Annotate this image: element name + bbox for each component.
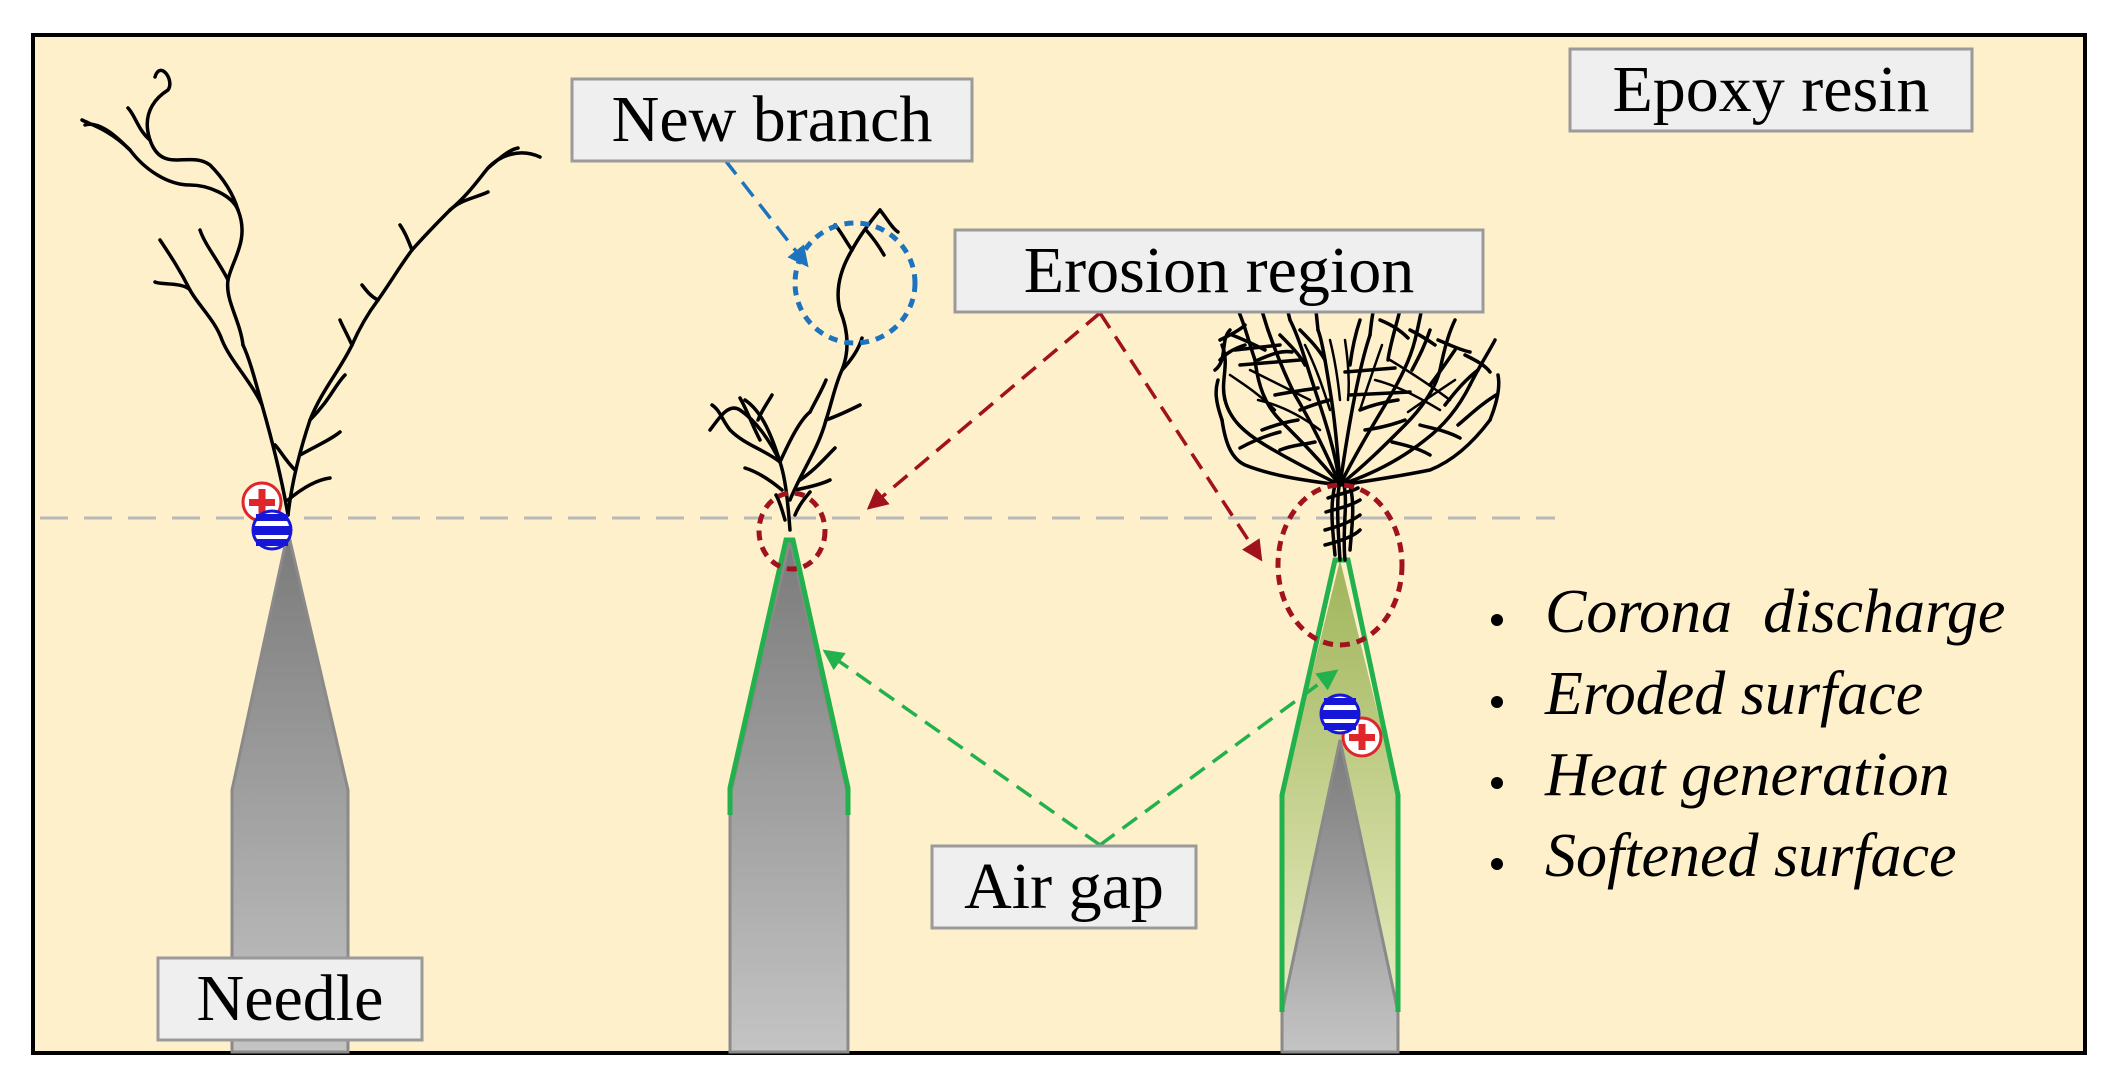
legend-bullet: [1491, 777, 1503, 789]
tree-density-right: [1228, 338, 1457, 432]
new-branch-label-box: New branch: [570, 77, 974, 163]
legend-item-softened-surface: Softened surface: [1545, 822, 1957, 890]
legend-list: Corona discharge Eroded surface Heat gen…: [1491, 578, 2005, 890]
legend-item-corona-discharge: Corona discharge: [1545, 578, 2005, 646]
air-gap-outline-middle: [727, 537, 851, 815]
new-branch-label: New branch: [612, 83, 933, 156]
air-gap-arrow-right: [1098, 669, 1339, 847]
erosion-arrow-right: [1098, 312, 1263, 562]
electrical-tree-left: [80, 68, 542, 517]
erosion-region-label: Erosion region: [1024, 234, 1414, 307]
erosion-arrow-middle: [866, 311, 1102, 510]
new-branch-arrow: [723, 158, 809, 268]
erosion-region-label-box: Erosion region: [953, 228, 1485, 314]
negative-charge-icon: [1319, 693, 1361, 735]
legend-bullet: [1491, 696, 1503, 708]
epoxy-resin-label-box: Epoxy resin: [1568, 47, 1974, 133]
legend-item-heat-generation: Heat generation: [1544, 741, 1950, 809]
needle-label: Needle: [197, 962, 384, 1035]
legend-item-eroded-surface: Eroded surface: [1544, 660, 1923, 728]
erosion-circle-middle: [756, 490, 828, 572]
air-gap-label-box: Air gap: [930, 844, 1198, 930]
legend-bullet: [1491, 614, 1503, 626]
needle-label-box: Needle: [156, 956, 424, 1042]
erosion-circle-right: [1275, 482, 1405, 648]
electrical-tree-right: [1213, 268, 1501, 562]
negative-charge-icon: [251, 509, 293, 551]
air-gap-label: Air gap: [964, 850, 1164, 923]
new-branch-circle: [792, 220, 918, 346]
epoxy-resin-label: Epoxy resin: [1612, 53, 1929, 126]
legend-bullet: [1491, 858, 1503, 870]
needle-middle: [727, 537, 851, 1054]
